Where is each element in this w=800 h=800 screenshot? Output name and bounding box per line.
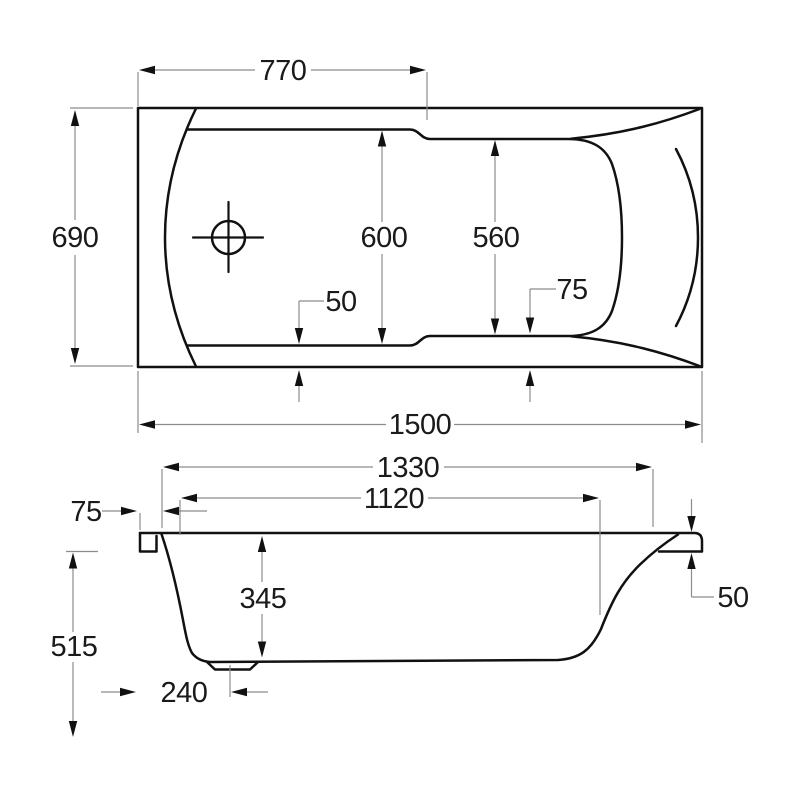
top-view: 770 690 600 560 bbox=[52, 55, 704, 443]
tub-rim-flare-top-right bbox=[569, 107, 701, 140]
dim-label-770: 770 bbox=[260, 55, 307, 87]
drain-symbol-icon bbox=[191, 200, 265, 274]
dim-side-height-total: 515 bbox=[51, 550, 98, 737]
top-view-tub-outline bbox=[136, 106, 704, 369]
dim-side-inner-length-rim: 1330 bbox=[161, 452, 654, 528]
tub-backrest-arc bbox=[674, 147, 700, 328]
dim-label-50-top: 50 bbox=[325, 286, 356, 318]
dim-label-600: 600 bbox=[361, 222, 408, 254]
left-lip bbox=[138, 531, 158, 553]
drain-crosshair bbox=[191, 200, 265, 274]
dim-label-50-side: 50 bbox=[717, 582, 748, 614]
dim-label-75-top: 75 bbox=[556, 274, 587, 306]
side-view: 1330 1120 75 50 bbox=[51, 452, 749, 737]
tub-rim-flare-bottom-right bbox=[569, 335, 701, 368]
dim-label-690: 690 bbox=[52, 222, 99, 254]
dim-label-1500: 1500 bbox=[389, 409, 452, 441]
dim-label-560: 560 bbox=[473, 222, 520, 254]
tub-left-end-curve bbox=[163, 107, 198, 368]
dim-label-1120: 1120 bbox=[364, 483, 424, 515]
rim-top-and-right-lip bbox=[138, 531, 704, 553]
dim-side-drain-offset: 240 bbox=[101, 665, 268, 709]
tub-outer-rect bbox=[136, 106, 704, 369]
dim-label-515: 515 bbox=[51, 631, 98, 663]
dim-top-rim-offset-left: 50 bbox=[294, 286, 357, 402]
dim-label-345: 345 bbox=[240, 583, 287, 615]
dim-side-inner-length-bottom: 1120 bbox=[179, 483, 601, 615]
drain-sump bbox=[205, 660, 260, 671]
dim-top-rim-offset-right: 75 bbox=[525, 274, 588, 402]
dim-top-inner-width-main: 600 bbox=[361, 130, 408, 344]
dim-top-length-to-seat: 770 bbox=[137, 55, 428, 120]
dim-label-1330: 1330 bbox=[377, 452, 440, 484]
tub-inner-profile bbox=[160, 532, 680, 664]
dim-side-rim-thickness: 50 bbox=[687, 499, 749, 614]
tub-inner-rim-outline bbox=[185, 128, 624, 347]
dim-side-rim-overhang: 75 bbox=[70, 496, 207, 530]
dim-top-width-total: 690 bbox=[52, 107, 133, 367]
dim-label-240: 240 bbox=[161, 677, 208, 709]
side-view-tub-profile bbox=[138, 531, 704, 671]
dim-label-75-side: 75 bbox=[70, 496, 101, 528]
dim-top-length-total: 1500 bbox=[137, 371, 703, 443]
dim-side-inner-depth: 345 bbox=[240, 536, 287, 658]
dim-top-inner-width-foot: 560 bbox=[473, 140, 520, 335]
